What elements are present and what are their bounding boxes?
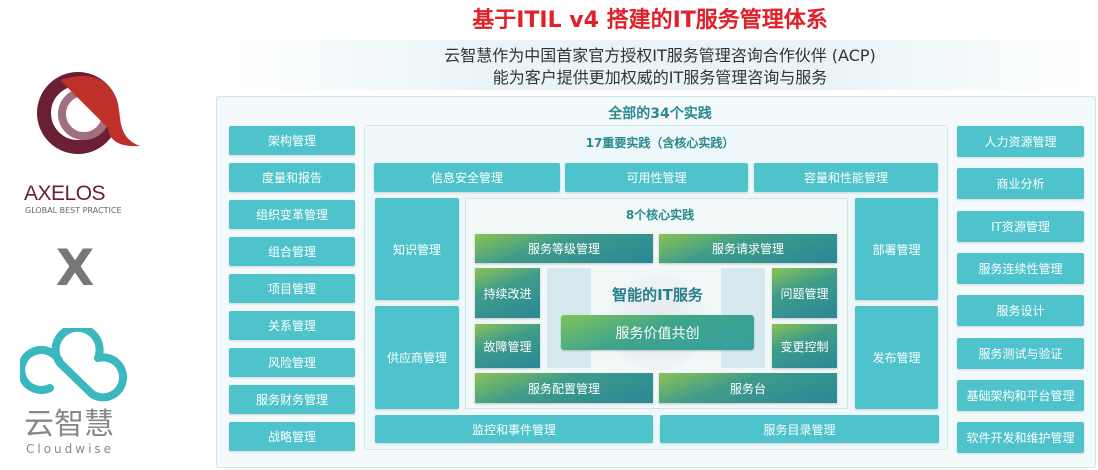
important-practices-title: 17重要实践（含核心实践） xyxy=(585,135,735,150)
practice-box: 知识管理 xyxy=(375,198,459,300)
practice-box: 服务设计 xyxy=(957,295,1084,327)
core-practice-box: 变更控制 xyxy=(772,324,837,368)
practice-box: 供应商管理 xyxy=(375,306,459,409)
practice-box: 监控和事件管理 xyxy=(375,415,653,443)
smart-it-service-title: 智能的IT服务 xyxy=(612,285,703,304)
practice-box: 项目管理 xyxy=(229,274,355,303)
practice-box: 基础架构和平台管理 xyxy=(957,379,1084,411)
cloudwise-logo: 云智慧 Cloudwise xyxy=(17,323,140,468)
practice-box: 组织变革管理 xyxy=(229,200,355,229)
practice-box: 服务测试与验证 xyxy=(957,337,1084,369)
practice-box: 风险管理 xyxy=(229,348,355,377)
practice-box: 发布管理 xyxy=(855,306,938,409)
practice-box: 可用性管理 xyxy=(565,163,748,192)
practice-box: 战略管理 xyxy=(229,422,355,451)
practice-box: 关系管理 xyxy=(229,311,355,340)
practice-box: 服务目录管理 xyxy=(660,415,939,443)
practice-box: 组合管理 xyxy=(229,237,355,266)
cloudwise-cn-name: 云智慧 xyxy=(24,407,114,442)
subtitle-line-1: 云智慧作为中国首家官方授权IT服务管理咨询合作伙伴 (ACP) xyxy=(444,46,876,65)
practice-box: 架构管理 xyxy=(229,126,355,155)
core-practice-box: 服务台 xyxy=(659,373,837,403)
times-symbol: X xyxy=(55,239,95,297)
core-practice-box: 服务配置管理 xyxy=(475,373,653,403)
cloudwise-en-name: Cloudwise xyxy=(26,442,115,456)
core-practice-box: 服务等级管理 xyxy=(475,234,653,263)
practice-box: 容量和性能管理 xyxy=(754,163,938,192)
core-practice-box: 问题管理 xyxy=(772,268,837,318)
practice-box: 部署管理 xyxy=(855,198,938,300)
axelos-swirl-icon xyxy=(37,72,140,154)
page-title: 基于ITIL v4 搭建的IT服务管理体系 xyxy=(472,8,828,33)
subtitle-line-2: 能为客户提供更加权威的IT服务管理咨询与服务 xyxy=(492,68,828,87)
core-practice-box: 服务请求管理 xyxy=(659,234,837,263)
core-practices-title: 8个核心实践 xyxy=(625,207,695,222)
axelos-logo: AXELOS GLOBAL BEST PRACTICE xyxy=(20,68,150,218)
practice-box: 信息安全管理 xyxy=(374,163,560,192)
practice-box: 服务连续性管理 xyxy=(957,252,1084,284)
service-value-cocreation-box: 服务价值共创 xyxy=(561,315,754,350)
subtitle-band: 云智慧作为中国首家官方授权IT服务管理咨询合作伙伴 (ACP) 能为客户提供更加… xyxy=(230,40,1090,90)
practice-box: 人力资源管理 xyxy=(957,126,1084,157)
practice-box: 服务财务管理 xyxy=(229,385,355,414)
practice-box: IT资源管理 xyxy=(957,210,1084,242)
practice-box: 软件开发和维护管理 xyxy=(957,422,1084,454)
all-practices-title: 全部的34个实践 xyxy=(608,106,712,122)
practice-box: 商业分析 xyxy=(957,168,1084,200)
axelos-wordmark: AXELOS xyxy=(24,182,106,205)
core-practice-box: 故障管理 xyxy=(475,324,540,368)
cloudwise-cloud-icon xyxy=(17,323,128,402)
practice-box: 度量和报告 xyxy=(229,163,355,192)
core-practice-box: 持续改进 xyxy=(475,268,540,318)
axelos-tagline: GLOBAL BEST PRACTICE xyxy=(25,206,122,215)
